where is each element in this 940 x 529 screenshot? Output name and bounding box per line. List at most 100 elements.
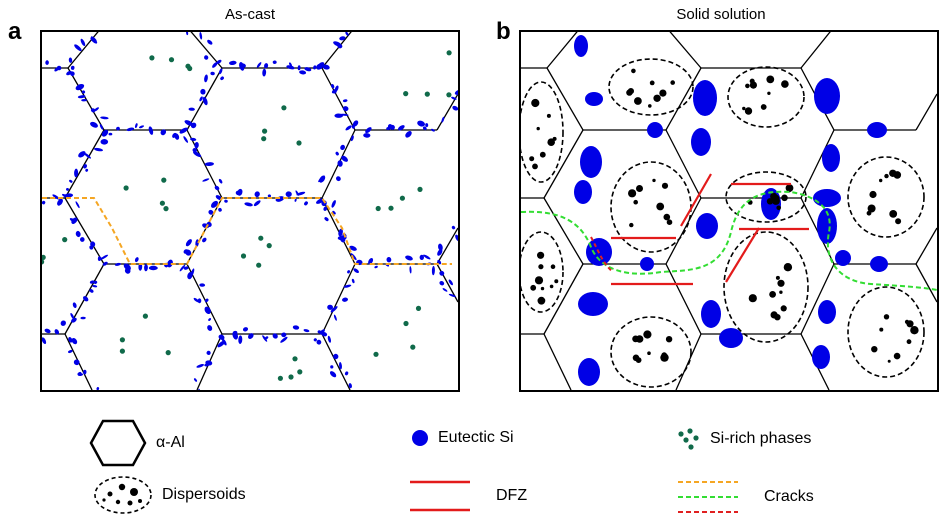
eutectic-si-particle bbox=[280, 336, 288, 343]
eutectic-si-particle bbox=[817, 208, 837, 244]
eutectic-si-particle bbox=[126, 127, 135, 132]
dispersoid-dot bbox=[661, 182, 669, 189]
eutectic-si-particle bbox=[78, 151, 86, 158]
eutectic-si-particle bbox=[405, 255, 413, 261]
si-rich-dot bbox=[288, 374, 294, 380]
eutectic-si-particle bbox=[693, 80, 717, 116]
si-rich-dot bbox=[415, 305, 422, 311]
dispersoid-dot bbox=[539, 151, 546, 158]
dispersoid-dot bbox=[665, 336, 673, 343]
dispersoid-dot bbox=[906, 320, 914, 328]
green-dots-icon bbox=[678, 428, 699, 450]
grain-boundary bbox=[800, 32, 831, 69]
grain-boundary bbox=[543, 333, 572, 390]
dispersoid-dot bbox=[887, 359, 891, 363]
dispersoid-dot bbox=[534, 276, 544, 285]
si-rich-dot bbox=[62, 237, 68, 243]
eutectic-si-particle bbox=[423, 254, 431, 260]
eutectic-si-particle bbox=[221, 338, 227, 346]
eutectic-si-particle bbox=[349, 245, 357, 251]
eutectic-si-particle bbox=[264, 63, 269, 69]
eutectic-si-particle bbox=[207, 39, 213, 45]
eutectic-si-particle bbox=[455, 234, 458, 242]
panel-b-diagram bbox=[521, 32, 937, 390]
eutectic-si-particle bbox=[281, 332, 287, 338]
eutectic-si-particle bbox=[52, 194, 60, 200]
eutectic-si-particle bbox=[199, 32, 203, 40]
eutectic-si-particle bbox=[229, 60, 237, 66]
eutectic-si-particle bbox=[174, 133, 180, 140]
eutectic-si-particle bbox=[83, 296, 89, 302]
dispersoid-dot bbox=[532, 101, 538, 107]
eutectic-si-particle bbox=[138, 125, 145, 129]
si-rich-dot bbox=[165, 350, 171, 356]
eutectic-si-particle bbox=[144, 264, 148, 272]
eutectic-si-particle bbox=[108, 132, 113, 136]
eutectic-si-particle bbox=[80, 316, 86, 320]
si-rich-dot bbox=[296, 140, 302, 146]
dispersoid-dot bbox=[779, 290, 783, 294]
eutectic-si-particle bbox=[195, 239, 199, 247]
si-rich-dot bbox=[266, 243, 272, 249]
dispersoid-dot bbox=[549, 284, 554, 289]
eutectic-si-particle bbox=[114, 262, 121, 266]
eutectic-si-particle bbox=[304, 67, 312, 72]
dispersoid-dot bbox=[869, 190, 877, 199]
si-rich-dot bbox=[159, 200, 165, 206]
grain-boundary bbox=[665, 263, 702, 335]
eutectic-si-particle bbox=[186, 32, 189, 36]
legend-eutectic-si: Eutectic Si bbox=[410, 428, 514, 448]
eutectic-si-particle bbox=[100, 254, 109, 260]
eutectic-si-particle bbox=[74, 44, 82, 52]
eutectic-si-particle bbox=[60, 320, 66, 326]
dispersoid-dot bbox=[652, 178, 656, 183]
eutectic-si-particle bbox=[439, 270, 445, 276]
eutectic-si-particle bbox=[262, 68, 267, 77]
eutectic-si-particle bbox=[342, 99, 348, 103]
grain-boundary bbox=[67, 67, 105, 131]
grain-boundary bbox=[64, 129, 105, 199]
grain-boundary bbox=[321, 32, 352, 69]
dispersoid-dot bbox=[661, 352, 667, 358]
dispersoid-dot bbox=[540, 286, 545, 291]
eutectic-si-particle bbox=[814, 78, 840, 114]
grain-boundary bbox=[543, 197, 584, 265]
grain-boundary bbox=[665, 197, 702, 265]
eutectic-si-particle bbox=[342, 106, 349, 112]
crack-line-red bbox=[590, 236, 614, 273]
eutectic-si-particle bbox=[89, 245, 94, 250]
eutectic-si-particle bbox=[253, 200, 261, 207]
eutectic-si-particle bbox=[68, 57, 73, 63]
eutectic-si-particle bbox=[696, 213, 718, 239]
eutectic-si-particle bbox=[89, 289, 94, 293]
eutectic-si-particle bbox=[422, 126, 427, 131]
si-rich-dot bbox=[261, 136, 267, 142]
eutectic-si-particle bbox=[451, 225, 456, 230]
dispersoid-dot bbox=[771, 196, 780, 205]
dispersoid-dot bbox=[775, 275, 780, 280]
eutectic-si-particle bbox=[578, 292, 608, 316]
dispersoid-dot bbox=[636, 185, 643, 192]
dispersoid-dot bbox=[626, 89, 633, 96]
eutectic-si-particle bbox=[238, 335, 243, 344]
eutectic-si-particle bbox=[313, 338, 317, 342]
eutectic-si-particle bbox=[430, 128, 435, 132]
eutectic-si-particle bbox=[452, 105, 458, 111]
eutectic-si-particle bbox=[72, 302, 77, 309]
eutectic-si-particle bbox=[93, 147, 104, 152]
dispersoid-dot bbox=[777, 279, 785, 287]
dispersoid-dot bbox=[530, 284, 537, 291]
eutectic-si-particle bbox=[97, 257, 103, 261]
dispersoid-outline bbox=[847, 286, 925, 378]
eutectic-si-particle bbox=[248, 333, 254, 339]
grain-boundary bbox=[543, 263, 584, 335]
grain-boundary bbox=[321, 333, 351, 390]
dispersoid-dot bbox=[745, 83, 750, 89]
dispersoid-dot bbox=[550, 264, 556, 269]
grain-boundary bbox=[67, 32, 99, 69]
dispersoid-dot bbox=[767, 91, 771, 95]
si-rich-dot bbox=[123, 185, 129, 191]
eutectic-si-particle bbox=[719, 328, 743, 348]
eutectic-si-particle bbox=[256, 62, 262, 68]
si-rich-dot bbox=[277, 375, 283, 381]
